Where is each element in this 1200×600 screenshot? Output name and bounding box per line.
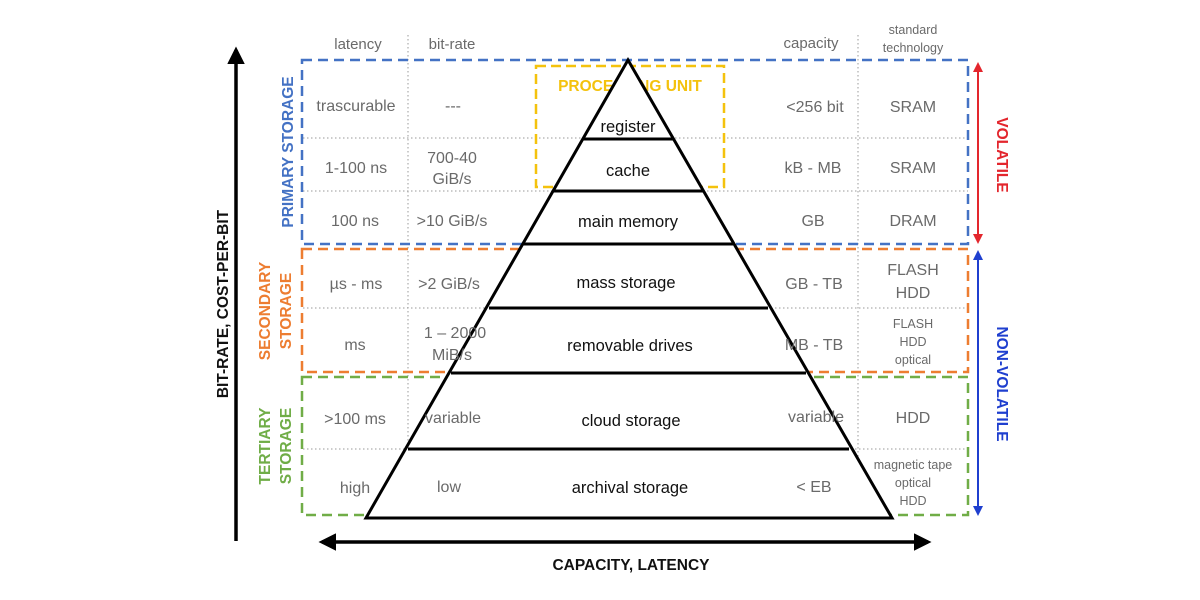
bitrate-cache-line1: 700-40 bbox=[427, 150, 477, 167]
latency-cache: 1-100 ns bbox=[325, 160, 387, 177]
latency-archival-storage: high bbox=[340, 480, 370, 497]
tech-archival-line1: magnetic tape bbox=[874, 458, 953, 472]
header-technology-line1: standard bbox=[889, 23, 938, 37]
tech-register: SRAM bbox=[890, 99, 936, 116]
level-mass-storage: mass storage bbox=[576, 274, 675, 292]
primary-storage-label: PRIMARY STORAGE bbox=[280, 76, 297, 227]
pyramid bbox=[363, 56, 895, 520]
capacity-cache: kB - MB bbox=[785, 160, 842, 177]
capacity-archival-storage: < EB bbox=[796, 479, 831, 496]
capacity-mass-storage: GB - TB bbox=[785, 276, 843, 293]
latency-main-memory: 100 ns bbox=[331, 213, 379, 230]
tech-main-memory: DRAM bbox=[889, 213, 936, 230]
capacity-removable-drives: MB - TB bbox=[785, 337, 843, 354]
bitrate-removable-line2: MiB/s bbox=[432, 347, 472, 364]
tech-archival-line3: HDD bbox=[899, 494, 926, 508]
tech-cloud-storage: HDD bbox=[896, 410, 931, 427]
latency-removable-drives: ms bbox=[344, 337, 365, 354]
primary-storage-box bbox=[300, 58, 970, 246]
horizontal-axis-label: CAPACITY, LATENCY bbox=[552, 557, 710, 574]
level-register: register bbox=[600, 118, 656, 136]
latency-register: trascurable bbox=[316, 98, 395, 115]
volatile-label: VOLATILE bbox=[993, 117, 1010, 193]
tech-mass-storage-line1: FLASH bbox=[887, 262, 939, 279]
bitrate-mass-storage: >2 GiB/s bbox=[418, 276, 480, 293]
tech-removable-line2: HDD bbox=[899, 335, 926, 349]
header-technology-line2: technology bbox=[883, 41, 944, 55]
bitrate-register: --- bbox=[445, 98, 461, 115]
secondary-storage-label-line1: SECONDARY bbox=[257, 261, 274, 360]
header-capacity: capacity bbox=[783, 35, 839, 52]
tech-removable-line1: FLASH bbox=[893, 317, 933, 331]
level-cloud-storage: cloud storage bbox=[581, 412, 680, 430]
capacity-cloud-storage: variable bbox=[788, 409, 844, 426]
bitrate-cache-line2: GiB/s bbox=[432, 171, 471, 188]
level-main-memory: main memory bbox=[578, 213, 679, 231]
level-removable-drives: removable drives bbox=[567, 337, 693, 355]
bitrate-cloud-storage: variable bbox=[425, 410, 481, 427]
capacity-main-memory: GB bbox=[801, 213, 824, 230]
level-archival-storage: archival storage bbox=[572, 479, 688, 497]
latency-mass-storage: µs - ms bbox=[330, 276, 383, 293]
tech-archival-line2: optical bbox=[895, 476, 931, 490]
vertical-axis-label: BIT-RATE, COST-PER-BIT bbox=[215, 209, 232, 398]
tertiary-storage-label-line2: STORAGE bbox=[278, 408, 295, 484]
secondary-storage-label-line2: STORAGE bbox=[278, 273, 295, 349]
tertiary-storage-label-line1: TERTIARY bbox=[257, 407, 274, 485]
bitrate-archival-storage: low bbox=[437, 479, 461, 496]
header-latency: latency bbox=[334, 36, 382, 53]
tech-removable-line3: optical bbox=[895, 353, 931, 367]
latency-cloud-storage: >100 ms bbox=[324, 411, 386, 428]
tech-mass-storage-line2: HDD bbox=[896, 285, 931, 302]
tech-cache: SRAM bbox=[890, 160, 936, 177]
capacity-register: <256 bit bbox=[786, 99, 844, 116]
bitrate-main-memory: >10 GiB/s bbox=[417, 213, 488, 230]
bitrate-removable-line1: 1 – 2000 bbox=[424, 325, 486, 342]
level-cache: cache bbox=[606, 162, 650, 180]
header-bitrate: bit-rate bbox=[429, 36, 476, 53]
non-volatile-label: NON-VOLATILE bbox=[993, 326, 1010, 441]
